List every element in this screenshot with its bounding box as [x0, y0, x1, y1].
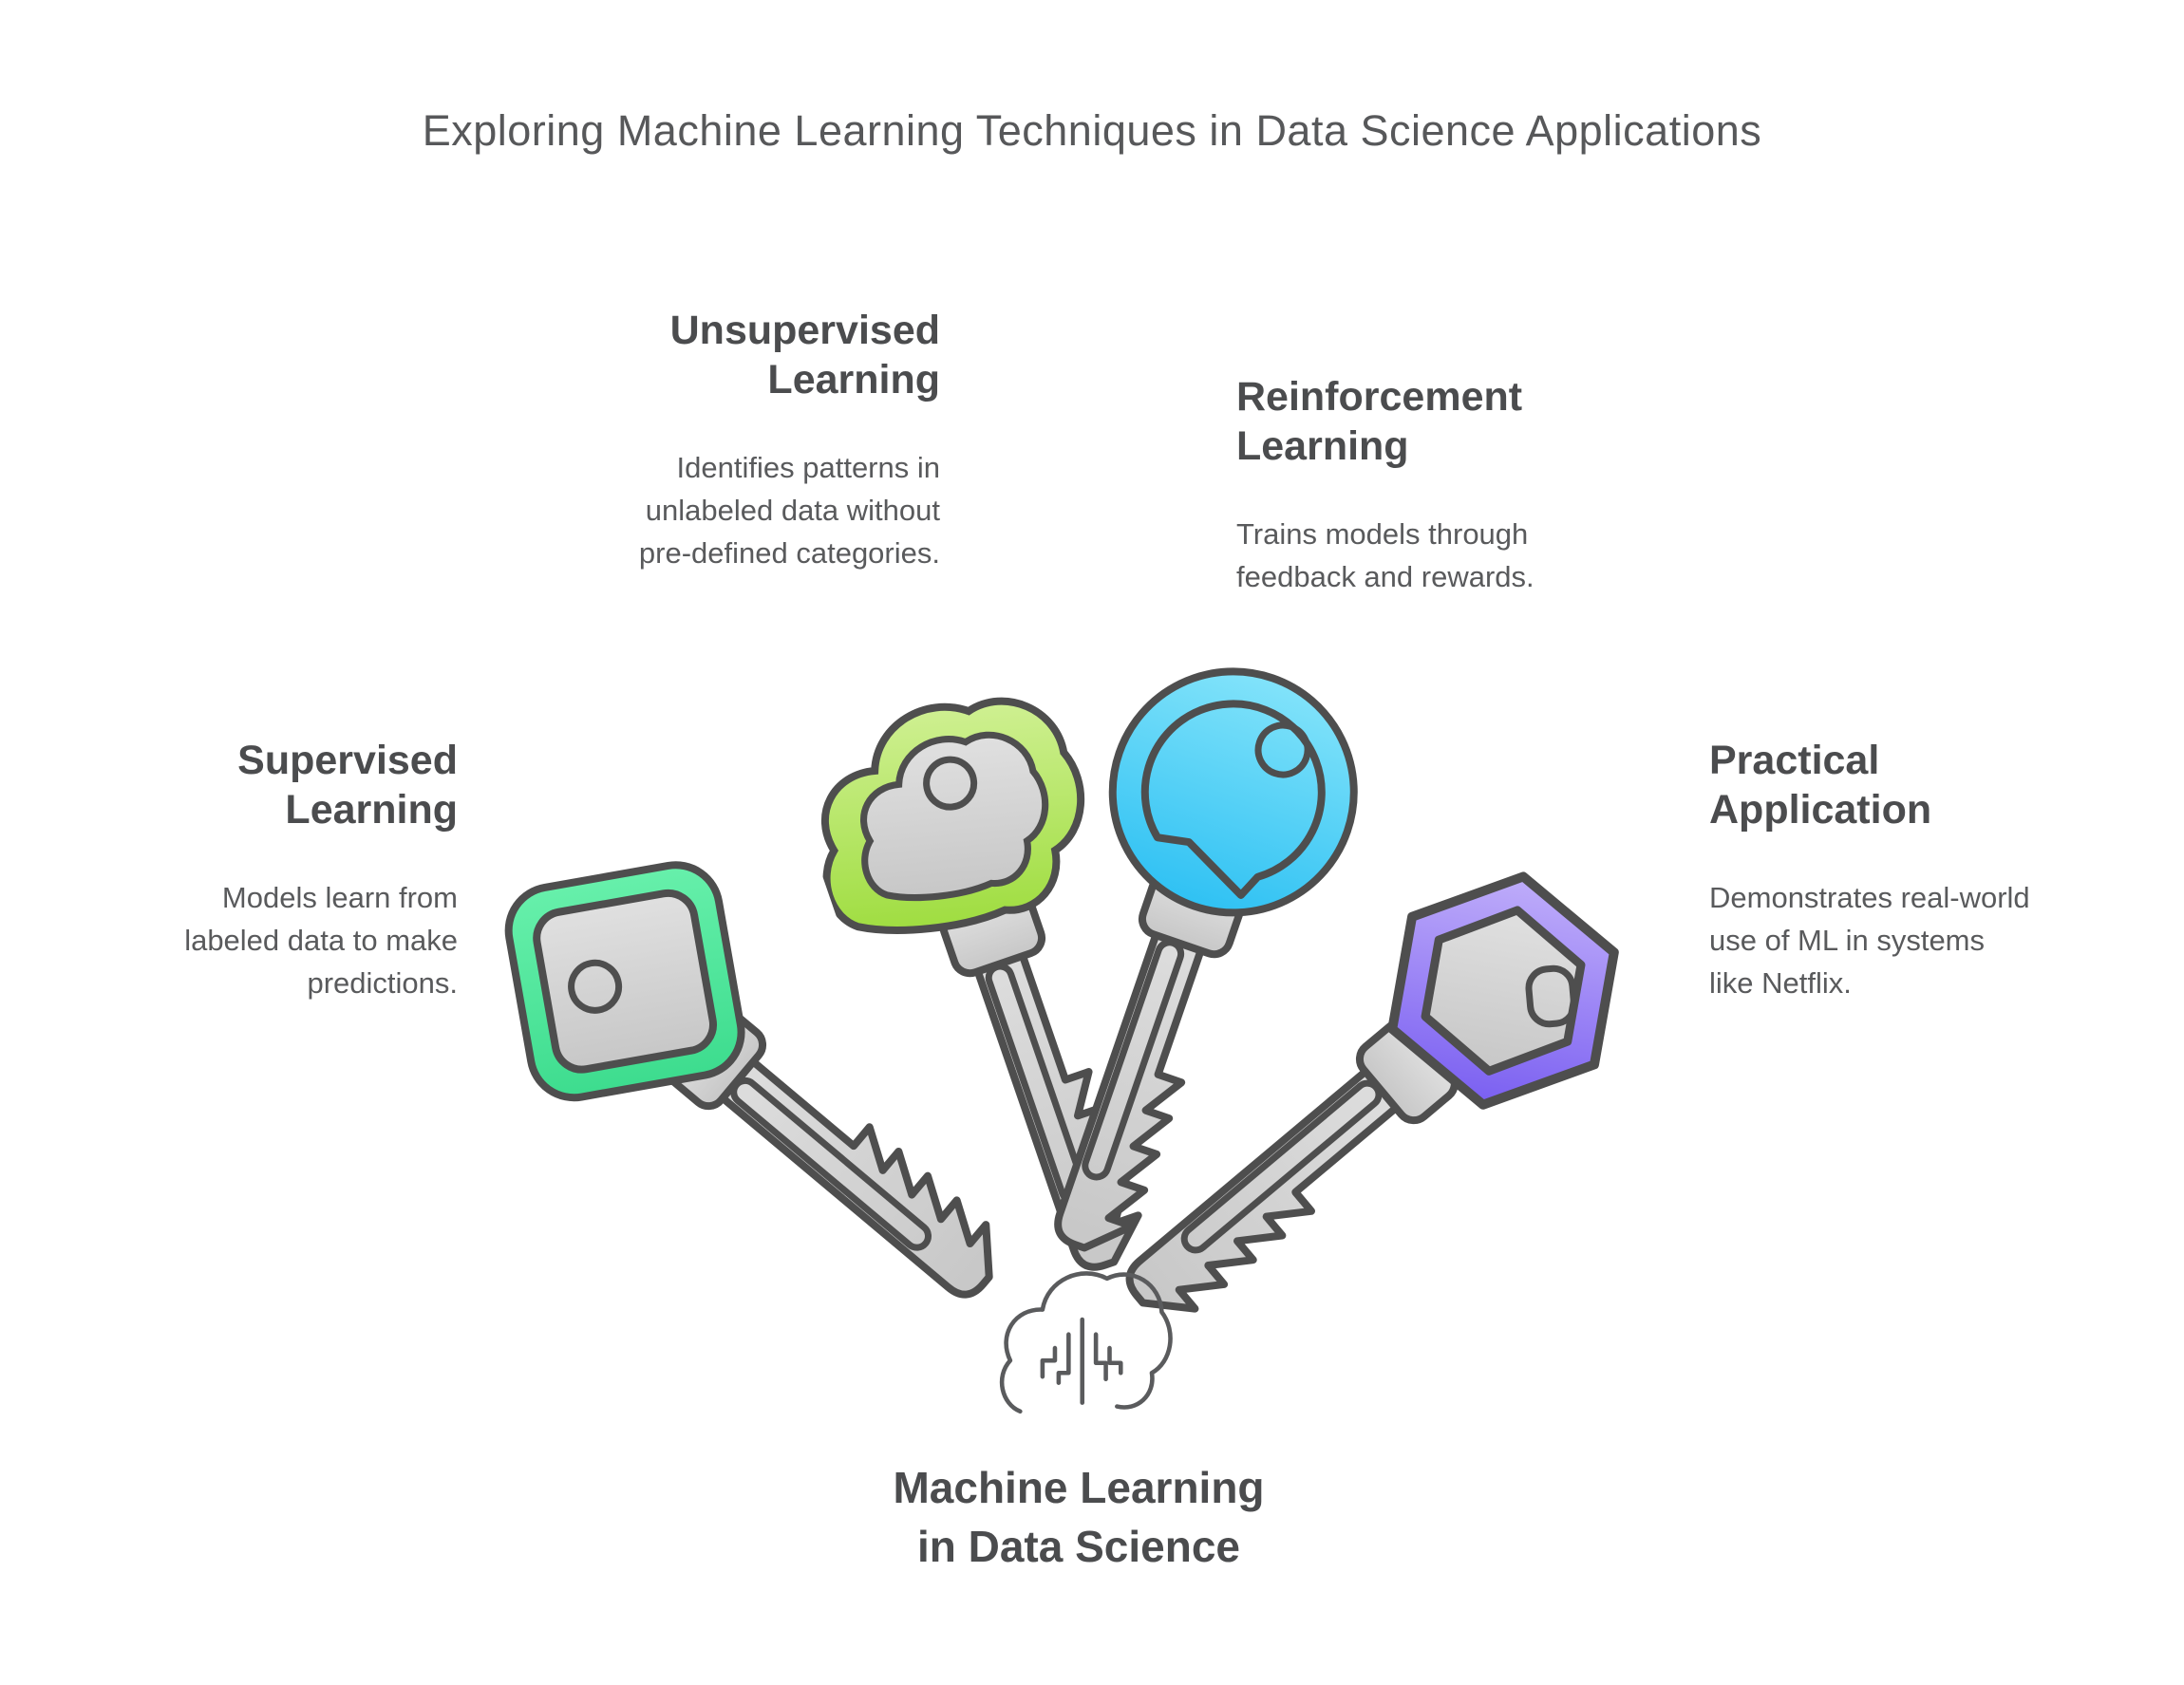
- center-label: Machine Learning in Data Science: [794, 1458, 1364, 1576]
- practical-desc-line: Demonstrates real-world: [1709, 881, 2030, 914]
- reinforcement-desc-line: Trains models through: [1236, 517, 1529, 551]
- unsupervised-description: Identifies patterns in unlabeled data wi…: [560, 446, 940, 574]
- supervised-desc-line: Models learn from: [221, 881, 458, 914]
- supervised-heading: Supervised Learning: [116, 736, 458, 834]
- unsupervised-heading: Unsupervised Learning: [560, 306, 940, 404]
- key-hole: [568, 959, 623, 1014]
- supervised-heading-line: Supervised: [237, 738, 458, 783]
- practical-desc-line: use of ML in systems: [1709, 924, 1986, 957]
- supervised-key-icon: [504, 861, 993, 1299]
- practical-description: Demonstrates real-world use of ML in sys…: [1709, 876, 2118, 1004]
- key-head: [820, 697, 1085, 934]
- supervised-heading-line: Learning: [285, 787, 458, 833]
- supervised-desc-line: predictions.: [307, 966, 458, 1000]
- key-head: [1108, 667, 1358, 917]
- circuit-line: [1093, 1332, 1108, 1382]
- circuit-line: [1040, 1345, 1058, 1379]
- practical-heading: Practical Application: [1709, 736, 2118, 834]
- practical-heading-line: Practical: [1709, 738, 1880, 783]
- key-hole: [923, 756, 978, 811]
- section-practical: Practical Application Demonstrates real-…: [1709, 736, 2118, 1004]
- page-title: Exploring Machine Learning Techniques in…: [422, 106, 1762, 155]
- key-hole: [1525, 964, 1578, 1028]
- unsupervised-desc-line: Identifies patterns in: [676, 451, 940, 484]
- reinforcement-description: Trains models through feedback and rewar…: [1236, 513, 1635, 598]
- supervised-description: Models learn from labeled data to make p…: [116, 876, 458, 1004]
- section-supervised: Supervised Learning Models learn from la…: [116, 736, 458, 1004]
- circuit-line: [1107, 1345, 1123, 1376]
- key-hole: [1254, 721, 1311, 778]
- key-shaft: [1054, 889, 1219, 1252]
- section-reinforcement: Reinforcement Learning Trains models thr…: [1236, 372, 1635, 598]
- reinforcement-heading: Reinforcement Learning: [1236, 372, 1635, 471]
- unsupervised-desc-line: pre-defined categories.: [638, 536, 940, 570]
- supervised-desc-line: labeled data to make: [184, 924, 458, 957]
- practical-key-icon: [1125, 871, 1619, 1313]
- unsupervised-desc-line: unlabeled data without: [645, 494, 940, 527]
- key-head: [504, 861, 745, 1102]
- practical-desc-line: like Netflix.: [1709, 966, 1852, 1000]
- key-shaft: [685, 1029, 993, 1299]
- unsupervised-heading-line: Learning: [767, 357, 940, 403]
- reinforcement-heading-line: Reinforcement: [1236, 374, 1523, 420]
- reinforcement-key-icon: [1054, 667, 1358, 1252]
- cloud-outline: [999, 1271, 1173, 1414]
- unsupervised-heading-line: Unsupervised: [669, 308, 940, 353]
- circuit-line: [1056, 1332, 1071, 1385]
- reinforcement-heading-line: Learning: [1236, 423, 1409, 469]
- cloud-circuit-icon: [999, 1271, 1173, 1414]
- reinforcement-desc-line: feedback and rewards.: [1236, 560, 1534, 593]
- key-head: [1387, 871, 1619, 1110]
- section-unsupervised: Unsupervised Learning Identifies pattern…: [560, 306, 940, 574]
- center-label-line: in Data Science: [916, 1522, 1241, 1571]
- center-label-line: Machine Learning: [893, 1463, 1265, 1512]
- practical-heading-line: Application: [1709, 787, 1932, 833]
